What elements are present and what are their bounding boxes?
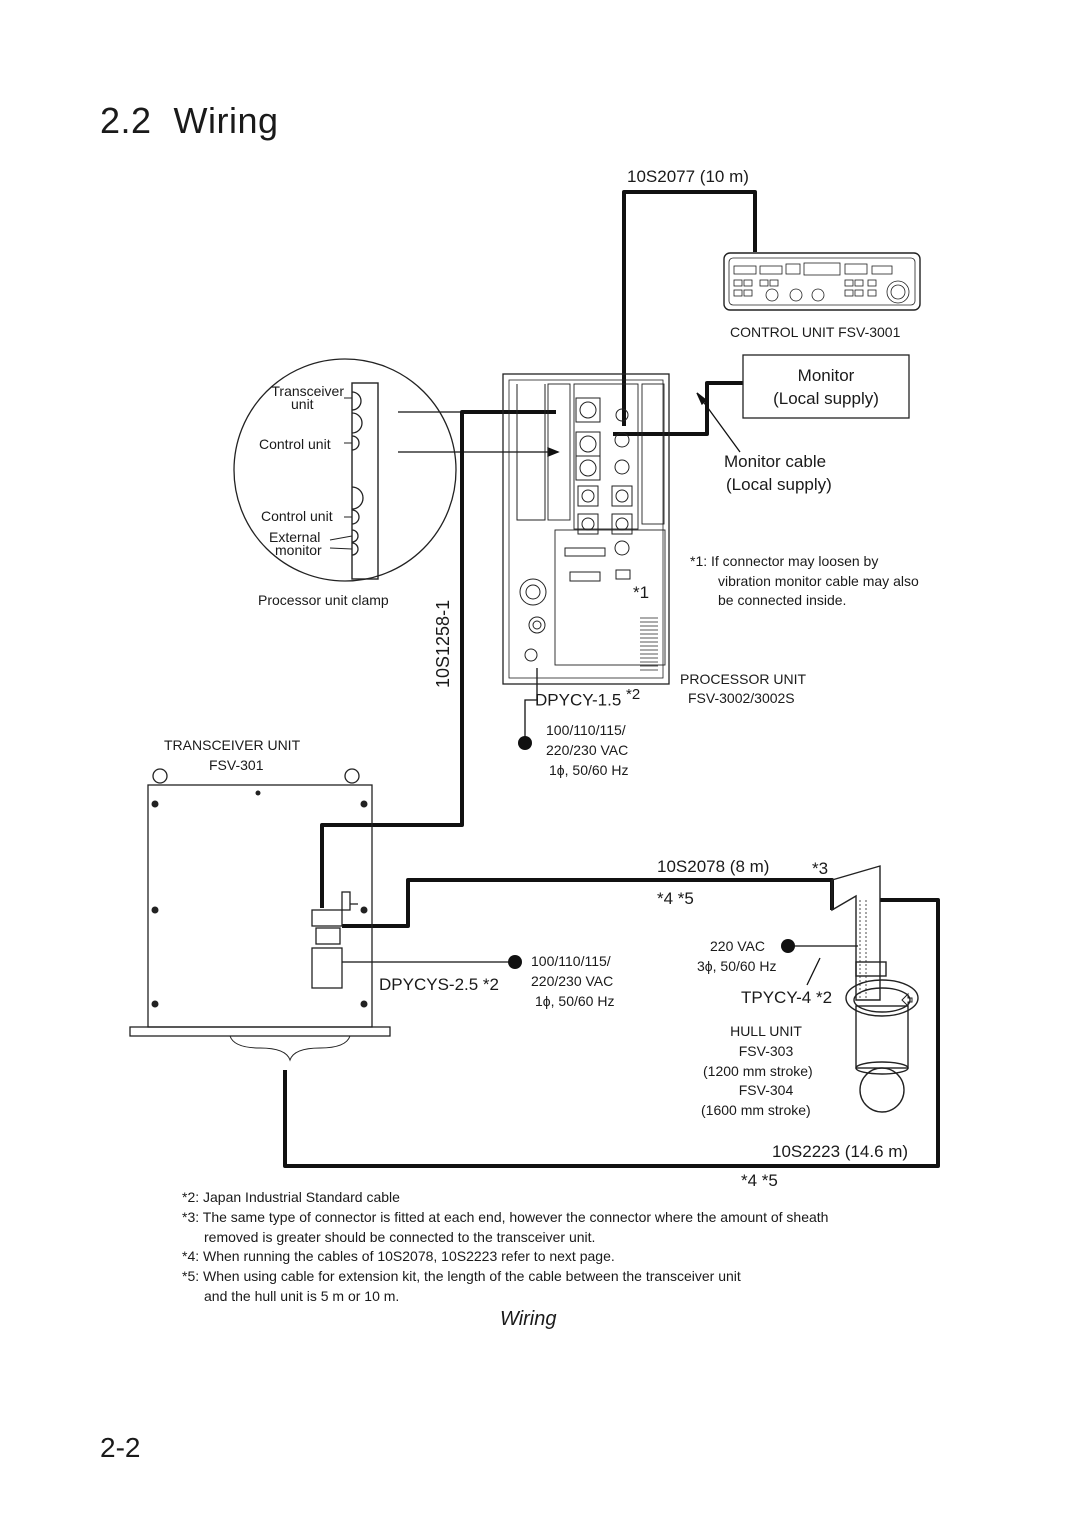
clamp-transceiver-label: Transceiver bbox=[271, 383, 344, 399]
power1-line3: 1ϕ, 50/60 Hz bbox=[549, 762, 629, 778]
power2-line3: 1ϕ, 50/60 Hz bbox=[535, 993, 615, 1009]
note1-line1: *1: If connector may loosen by bbox=[690, 553, 879, 569]
notes45-marker-top: *4 *5 bbox=[657, 889, 694, 908]
note1-line2: vibration monitor cable may also bbox=[718, 573, 919, 589]
page-number: 2-2 bbox=[100, 1432, 141, 1463]
processor-unit-label: PROCESSOR UNIT bbox=[680, 671, 807, 687]
notes45-marker-bottom: *4 *5 bbox=[741, 1171, 778, 1190]
transceiver-unit-drawing bbox=[129, 768, 391, 1062]
power2-line2: 220/230 VAC bbox=[531, 973, 614, 989]
dpycy15-text: DPYCY-1.5 bbox=[535, 690, 622, 710]
cable-label-tpycy4: TPYCY-4 *2 bbox=[741, 988, 833, 1007]
hull-unit-stroke-2: (1600 mm stroke) bbox=[701, 1102, 811, 1118]
hull-unit-stroke-1: (1200 mm stroke) bbox=[703, 1063, 813, 1079]
note-3-cont: removed is greater should be connected t… bbox=[204, 1229, 596, 1245]
processor-unit-drawing bbox=[502, 373, 670, 685]
hull-unit-model-2: FSV-304 bbox=[738, 1082, 794, 1098]
hull-unit-drawing bbox=[831, 865, 919, 1113]
power1-line2: 220/230 VAC bbox=[546, 742, 629, 758]
note-4: *4: When running the cables of 10S2078, … bbox=[182, 1248, 615, 1264]
transceiver-unit-model: FSV-301 bbox=[209, 757, 264, 773]
wire-tpycy-leader bbox=[806, 957, 821, 986]
clamp-detail bbox=[233, 358, 457, 582]
note-3: *3: The same type of connector is fitted… bbox=[182, 1209, 829, 1225]
monitor-box bbox=[742, 354, 910, 419]
monitor-cable-supply-label: (Local supply) bbox=[726, 475, 832, 494]
section-heading: Wiring bbox=[173, 100, 279, 141]
note1-line3: be connected inside. bbox=[718, 592, 847, 608]
cable-label-10s2077: 10S2077 (10 m) bbox=[627, 167, 749, 186]
note1-marker: *1 bbox=[633, 583, 650, 602]
cable-monitor bbox=[613, 381, 743, 436]
section-number: 2.2 bbox=[100, 100, 152, 141]
control-unit-drawing bbox=[723, 252, 921, 311]
clamp-caption: Processor unit clamp bbox=[258, 592, 389, 608]
cable-label-10s2078: 10S2078 (8 m) bbox=[657, 857, 770, 876]
clamp-control-label-2: Control unit bbox=[261, 508, 333, 524]
hull-power-voltage: 220 VAC bbox=[710, 938, 765, 954]
monitor-supply-label: (Local supply) bbox=[773, 389, 879, 408]
power2-line1: 100/110/115/ bbox=[531, 953, 611, 969]
power-plug-processor bbox=[518, 736, 532, 750]
note-2: *2: Japan Industrial Standard cable bbox=[182, 1189, 400, 1205]
clamp-external-label: External bbox=[269, 529, 321, 545]
clamp-control-label-1: Control unit bbox=[259, 436, 331, 452]
figure-caption: Wiring bbox=[500, 1308, 557, 1330]
cable-10s2078 bbox=[342, 878, 834, 928]
note3-marker: *3 bbox=[812, 859, 829, 878]
hull-unit-model-1: FSV-303 bbox=[738, 1043, 794, 1059]
cable-10s2223 bbox=[283, 898, 940, 1168]
power-plug-hull bbox=[781, 939, 795, 953]
cable-10s2077 bbox=[622, 190, 757, 426]
hull-power-phase: 3ϕ, 50/60 Hz bbox=[697, 958, 777, 974]
note-5-cont: and the hull unit is 5 m or 10 m. bbox=[204, 1288, 400, 1304]
power-plug-transceiver bbox=[508, 955, 522, 969]
transceiver-unit-label: TRANSCEIVER UNIT bbox=[164, 737, 301, 753]
clamp-transceiver-unit-label: unit bbox=[291, 396, 314, 412]
hull-unit-label: HULL UNIT bbox=[730, 1023, 802, 1039]
clamp-monitor-label: monitor bbox=[275, 542, 322, 558]
cable-label-10s2223: 10S2223 (14.6 m) bbox=[772, 1142, 909, 1161]
monitor-label: Monitor bbox=[797, 366, 855, 385]
dpycy15-ref: *2 bbox=[626, 686, 641, 703]
cable-label-dpycys25: DPYCYS-2.5 *2 bbox=[379, 975, 499, 994]
monitor-cable-label: Monitor cable bbox=[724, 452, 827, 471]
cable-label-10s1258: 10S1258-1 bbox=[433, 599, 453, 688]
processor-unit-model: FSV-3002/3002S bbox=[688, 690, 795, 706]
control-unit-label: CONTROL UNIT FSV-3001 bbox=[730, 324, 901, 340]
monitor-cable-pointer bbox=[696, 392, 741, 453]
power1-line1: 100/110/115/ bbox=[546, 722, 626, 738]
note-5: *5: When using cable for extension kit, … bbox=[182, 1268, 741, 1284]
section-title: 2.2 Wiring bbox=[100, 100, 279, 142]
cable-label-dpycy15: DPYCY-1.5 *2 bbox=[535, 686, 640, 711]
